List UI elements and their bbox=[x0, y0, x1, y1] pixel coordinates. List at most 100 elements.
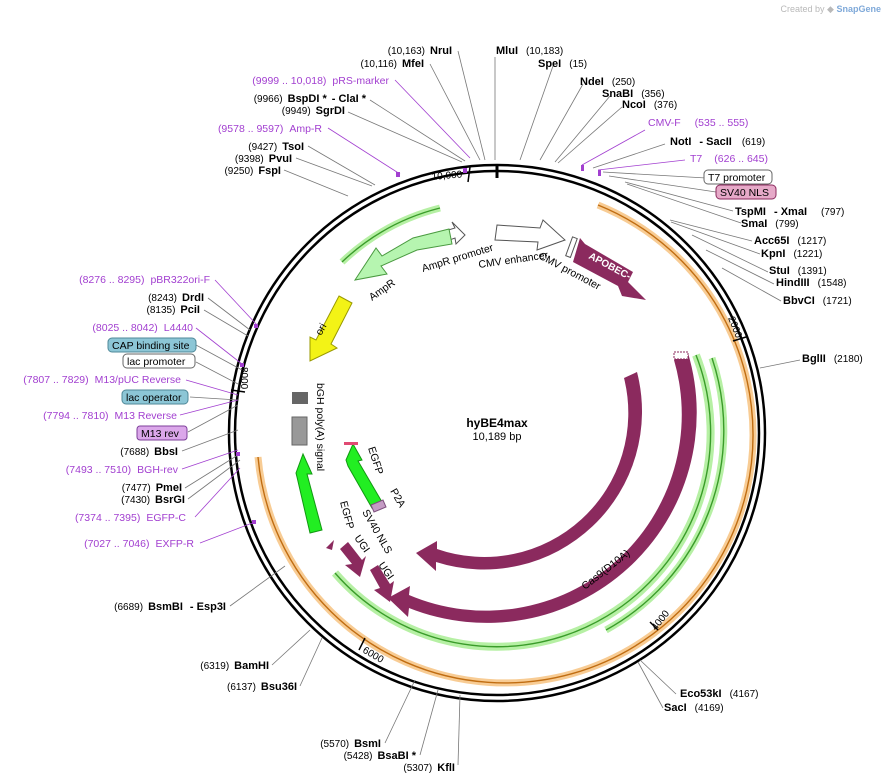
label-fspi[interactable]: (9250)FspI bbox=[224, 165, 281, 177]
label-bsmi[interactable]: (5570)BsmI bbox=[320, 738, 381, 750]
credit-brand: SnapGene bbox=[836, 4, 881, 14]
connector-l4440 bbox=[195, 327, 243, 365]
label-t7[interactable]: T7(626 .. 645) bbox=[690, 153, 768, 165]
connector-bbvci bbox=[721, 267, 782, 302]
label-bgh-rev[interactable]: (7493 .. 7510)BGH-rev bbox=[66, 464, 179, 476]
connector-stui bbox=[691, 234, 769, 273]
label-egfpc[interactable]: (7374 .. 7395)EGFP-C bbox=[75, 512, 186, 524]
connector-hindiii bbox=[705, 249, 775, 285]
label-mlui[interactable]: MluI(10,183) bbox=[496, 45, 563, 57]
label-bbvci[interactable]: BbvCI(1721) bbox=[783, 295, 852, 307]
connector-t7promoter bbox=[602, 171, 707, 179]
connector-cmvf bbox=[581, 129, 646, 166]
label-tsoi[interactable]: (9427)TsoI bbox=[248, 141, 304, 153]
box-t7-promoter-bg bbox=[703, 169, 773, 185]
label-sgrdi[interactable]: (9949)SgrDI bbox=[282, 105, 345, 117]
label-stui[interactable]: StuI(1391) bbox=[769, 265, 827, 277]
tick-label-8000: 8000 bbox=[238, 367, 249, 390]
cas9-arrow bbox=[416, 372, 643, 571]
label-pbr322ori[interactable]: (8276 .. 8295)pBR322ori-F bbox=[79, 274, 210, 286]
label-tspmi-xmai[interactable]: TspMI- XmaI(797) bbox=[735, 206, 844, 218]
connector-bsmbi bbox=[229, 565, 286, 607]
label-noti-sacii[interactable]: NotI- SacII(619) bbox=[670, 136, 765, 148]
box-t7-promoter[interactable]: T7 promoter bbox=[703, 169, 773, 185]
box-lac-operator-text: lac operator bbox=[126, 392, 182, 404]
box-cap-bg bbox=[107, 337, 197, 353]
label-acc65i[interactable]: Acc65I(1217) bbox=[754, 235, 826, 247]
connector-bsmi bbox=[384, 679, 416, 744]
label-bspdi-clai[interactable]: (9966)BspDI *- ClaI * bbox=[254, 93, 367, 105]
box-lac-promoter[interactable]: lac promoter bbox=[122, 353, 196, 369]
connector-ncoi bbox=[557, 106, 623, 164]
label-ndei[interactable]: NdeI(250) bbox=[580, 76, 635, 88]
label-m13puc[interactable]: (7807 .. 7829)M13/pUC Reverse bbox=[23, 374, 181, 386]
label-pvui[interactable]: (9398)PvuI bbox=[235, 153, 292, 165]
connector-prs-marker bbox=[394, 79, 471, 159]
label-saci[interactable]: SacI(4169) bbox=[664, 702, 724, 714]
label-ampr-primer[interactable]: (9578 .. 9597)Amp-R bbox=[218, 123, 322, 135]
label-bsu36i[interactable]: (6137)Bsu36I bbox=[227, 681, 297, 693]
box-lac-operator[interactable]: lac operator bbox=[121, 389, 189, 405]
label-pcii[interactable]: (8135)PciI bbox=[147, 304, 200, 316]
box-t7-promoter-text: T7 promoter bbox=[708, 172, 766, 184]
label-mfei[interactable]: (10,116)MfeI bbox=[360, 58, 424, 70]
label-cmvf[interactable]: CMV-F(535 .. 555) bbox=[648, 117, 748, 129]
connector-tsoi bbox=[307, 145, 376, 186]
connector-lacpromoter bbox=[195, 361, 239, 385]
connector-lacoperator bbox=[189, 396, 239, 401]
label-nrui[interactable]: (10,163)NruI bbox=[388, 45, 452, 57]
box-sv40-nls[interactable]: SV40 NLS bbox=[715, 184, 777, 200]
connector-ndei bbox=[539, 83, 584, 161]
label-snabi[interactable]: SnaBI(356) bbox=[602, 88, 665, 100]
tick-8000 bbox=[230, 389, 246, 393]
connector-ampr-primer bbox=[327, 127, 401, 175]
box-m13rev-text: M13 rev bbox=[141, 428, 180, 440]
connector-acc65i bbox=[669, 219, 753, 242]
primer-marker-ampr bbox=[396, 172, 400, 177]
connector-bamhi bbox=[271, 629, 311, 666]
connector-m13puc bbox=[185, 379, 239, 396]
label-bsrgi[interactable]: (7430)BsrGI bbox=[121, 494, 185, 506]
right-labels: MluI(10,183) SpeI(15) NdeI(250) SnaBI(35… bbox=[496, 45, 863, 714]
label-drdi[interactable]: (8243)DrdI bbox=[148, 292, 204, 304]
label-bsabi[interactable]: (5428)BsaBI * bbox=[344, 750, 417, 762]
connector-mfei bbox=[429, 63, 481, 161]
tick-4000 bbox=[649, 621, 659, 631]
label-bglii[interactable]: BglII(2180) bbox=[802, 353, 863, 365]
box-lac-operator-bg bbox=[121, 389, 189, 405]
connector-pbr322ori bbox=[214, 279, 259, 327]
label-bbsi[interactable]: (7688)BbsI bbox=[120, 446, 178, 458]
box-m13-rev[interactable]: M13 rev bbox=[136, 425, 188, 441]
ampr-label: AmpR bbox=[367, 277, 398, 304]
connector-pcii bbox=[203, 309, 249, 337]
primer-marker-bgh bbox=[236, 452, 240, 456]
box-cap-binding-site[interactable]: CAP binding site bbox=[107, 337, 197, 353]
connector-spei bbox=[519, 65, 554, 161]
connector-sgrdi bbox=[347, 111, 463, 163]
egfp-marker-top bbox=[344, 442, 358, 445]
label-kpni[interactable]: KpnI(1221) bbox=[761, 248, 822, 260]
connector-cap bbox=[195, 344, 243, 371]
label-smai[interactable]: SmaI(799) bbox=[741, 218, 799, 230]
label-exfpr[interactable]: (7027 .. 7046)EXFP-R bbox=[84, 538, 194, 550]
label-ncoi[interactable]: NcoI(376) bbox=[622, 99, 677, 111]
label-bsmbi-esp3i[interactable]: (6689)BsmBI- Esp3I bbox=[114, 601, 226, 613]
connector-eco53ki bbox=[639, 659, 677, 695]
label-bamhi[interactable]: (6319)BamHI bbox=[200, 660, 269, 672]
label-l4440[interactable]: (8025 .. 8042)L4440 bbox=[92, 322, 193, 334]
label-kfli[interactable]: (5307)KflI bbox=[403, 762, 455, 774]
label-pmei[interactable]: (7477)PmeI bbox=[122, 482, 182, 494]
label-prs-marker[interactable]: (9999 .. 10,018)pRS-marker bbox=[252, 75, 389, 87]
connector-tspmi bbox=[624, 181, 734, 212]
label-hindiii[interactable]: HindIII(1548) bbox=[776, 277, 847, 289]
outer-tracks bbox=[254, 201, 757, 687]
label-m13reverse[interactable]: (7794 .. 7810)M13 Reverse bbox=[43, 410, 177, 422]
connector-t7 bbox=[597, 159, 686, 171]
p2a-block bbox=[370, 499, 387, 513]
connector-lines bbox=[179, 50, 801, 766]
connector-bsabi bbox=[419, 689, 439, 756]
connector-egfpc bbox=[194, 467, 241, 518]
label-eco53ki[interactable]: Eco53kI(4167) bbox=[680, 688, 759, 700]
label-spei[interactable]: SpeI(15) bbox=[538, 58, 587, 70]
